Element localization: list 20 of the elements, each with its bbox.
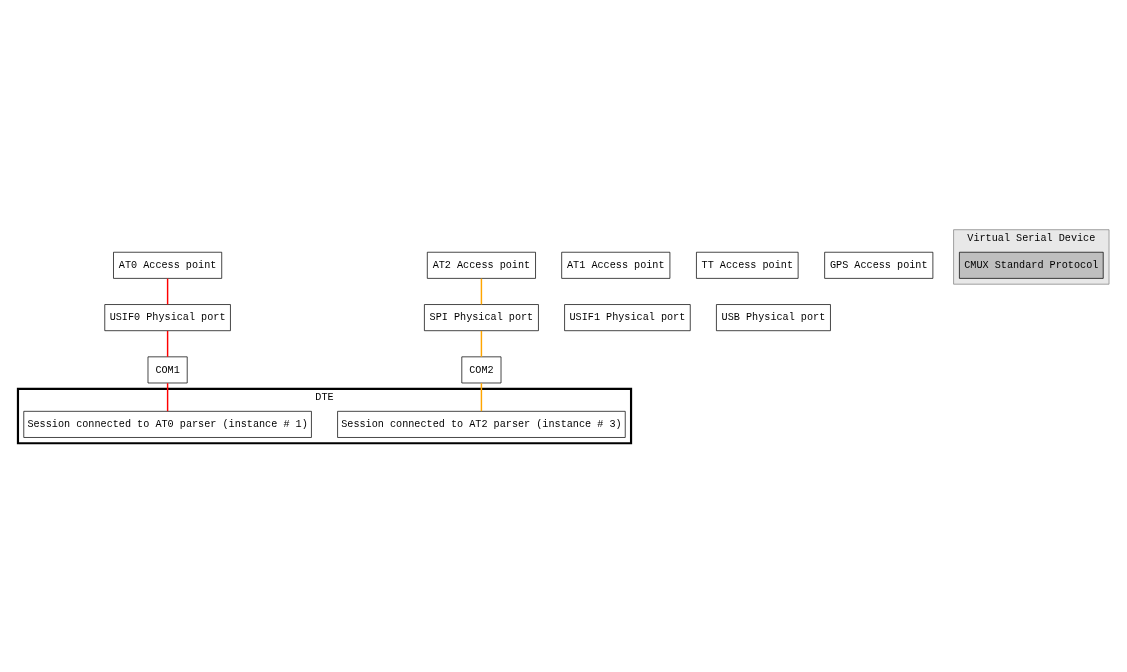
- node-box: COM1: [147, 355, 188, 383]
- connector: [166, 382, 169, 412]
- connector: [480, 382, 483, 412]
- node-box: AT2 Access point: [426, 251, 536, 279]
- node-box: Session connected to AT0 parser (instance # 1): [23, 410, 312, 438]
- node-box: SPI Physical port: [424, 303, 539, 331]
- connector: [166, 277, 169, 305]
- node-box: CMUX Standard Protocol: [959, 251, 1104, 279]
- connector: [166, 329, 169, 357]
- node-box: USB Physical port: [716, 303, 831, 331]
- node-box: GPS Access point: [824, 251, 934, 279]
- node-box: TT Access point: [696, 251, 799, 279]
- node-box: AT0 Access point: [113, 251, 223, 279]
- node-box: USIF1 Physical port: [564, 303, 691, 331]
- node-box: AT1 Access point: [561, 251, 671, 279]
- connector: [480, 329, 483, 357]
- node-box: COM2: [461, 355, 502, 383]
- node-box: USIF0 Physical port: [104, 303, 231, 331]
- node-box: Session connected to AT2 parser (instance # 3): [337, 410, 626, 438]
- connector: [480, 277, 483, 305]
